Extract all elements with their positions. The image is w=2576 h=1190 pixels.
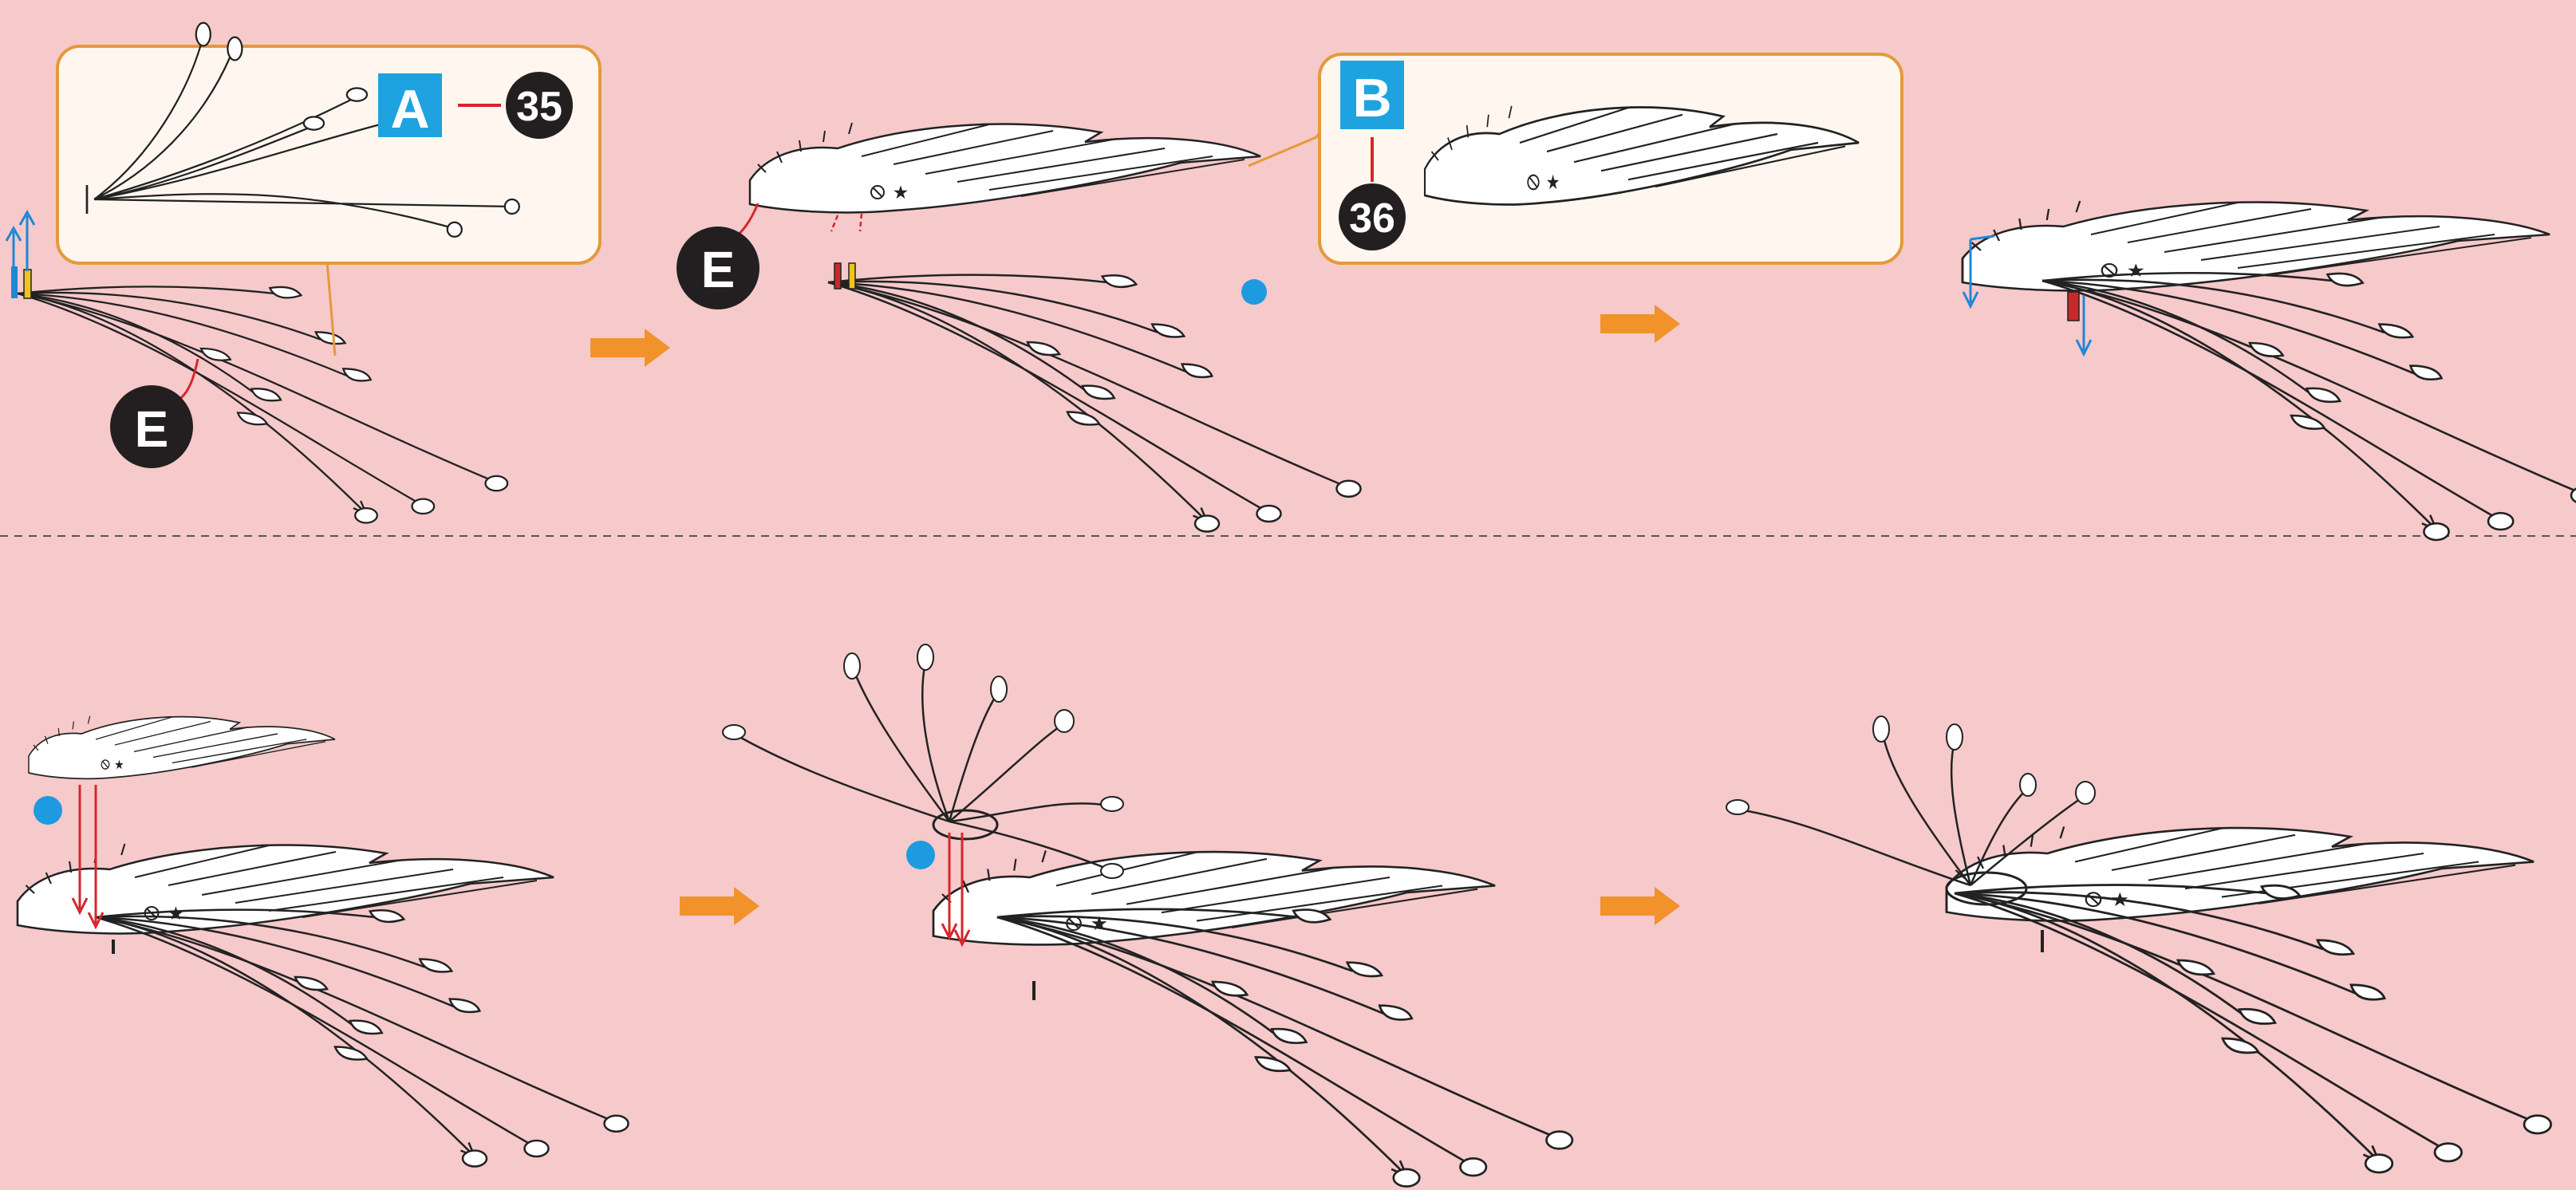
- red-peg: [2068, 292, 2079, 321]
- step-arrow-icon: [680, 887, 759, 925]
- step-1: A 35 E: [6, 23, 600, 523]
- red-peg: [834, 263, 841, 289]
- wing-part-b: [750, 123, 1260, 212]
- alignment-guide: [831, 214, 862, 231]
- step-arrow-icon: [1600, 305, 1680, 343]
- wing-final: [1947, 826, 2534, 920]
- part-letter: B: [1352, 68, 1391, 128]
- step-arrow-icon: [590, 329, 670, 367]
- part-marker: E: [135, 400, 169, 458]
- callout-part-a: [57, 46, 600, 263]
- step-4: [18, 716, 629, 1167]
- yellow-peg: [24, 270, 31, 298]
- alignment-dot-icon: [1241, 279, 1267, 305]
- wing-stack: [933, 850, 1495, 944]
- plume-final: [1955, 885, 2551, 1173]
- part-number: 35: [516, 84, 562, 130]
- plume-lower: [997, 909, 1572, 1187]
- step-2: E B 36: [677, 54, 1902, 532]
- plume-lower: [96, 910, 629, 1167]
- upper-wing-part: [29, 716, 335, 779]
- part-letter: A: [390, 79, 429, 140]
- plume-assembled: [2042, 273, 2576, 540]
- step-5: [723, 644, 1572, 1187]
- part-number: 36: [1349, 195, 1395, 242]
- lift-up-arrow-icon: [20, 212, 34, 271]
- plume-part-e: [828, 275, 1361, 532]
- step-arrow-icon: [1600, 887, 1680, 925]
- plume-part-e: [18, 286, 507, 522]
- step-3: [1963, 201, 2576, 540]
- part-marker: E: [701, 241, 736, 298]
- yellow-peg: [849, 263, 855, 289]
- step-6: [1726, 716, 2551, 1172]
- lift-up-arrow-icon: [6, 228, 21, 297]
- wing-assembled: [1963, 201, 2550, 290]
- alignment-dot-icon: [34, 796, 62, 825]
- alignment-dot-icon: [906, 841, 935, 869]
